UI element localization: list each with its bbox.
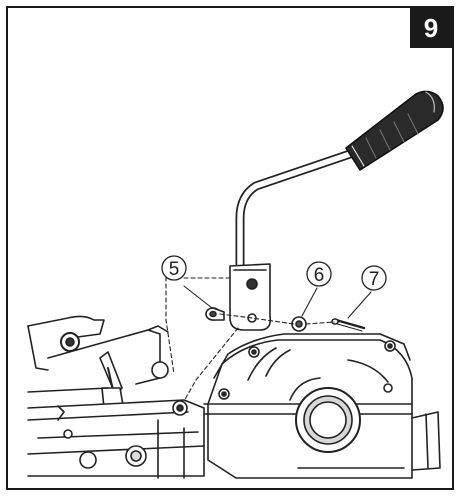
callout-7-label: 7 [369, 269, 380, 290]
callout-6-label: 6 [314, 265, 325, 286]
callout-5-label: 5 [169, 259, 180, 280]
callout-leaders [183, 285, 372, 319]
part-6-washer [291, 316, 307, 332]
linkage-assembly [27, 315, 205, 479]
shift-lever [229, 90, 444, 331]
callout-6: 6 [306, 261, 332, 287]
grip-handle-icon [345, 90, 444, 171]
step-number-badge: 9 [410, 8, 452, 48]
part-7-cotter-pin [331, 318, 366, 332]
callout-7: 7 [361, 265, 387, 291]
part-5-clevis-pin [205, 307, 225, 321]
callout-5: 5 [161, 255, 187, 281]
assembly-guide-lines [165, 277, 335, 409]
assembly-drawing: 5 6 7 [27, 90, 444, 479]
transmission-housing [203, 333, 441, 479]
diagram-frame: 9 [6, 6, 454, 490]
